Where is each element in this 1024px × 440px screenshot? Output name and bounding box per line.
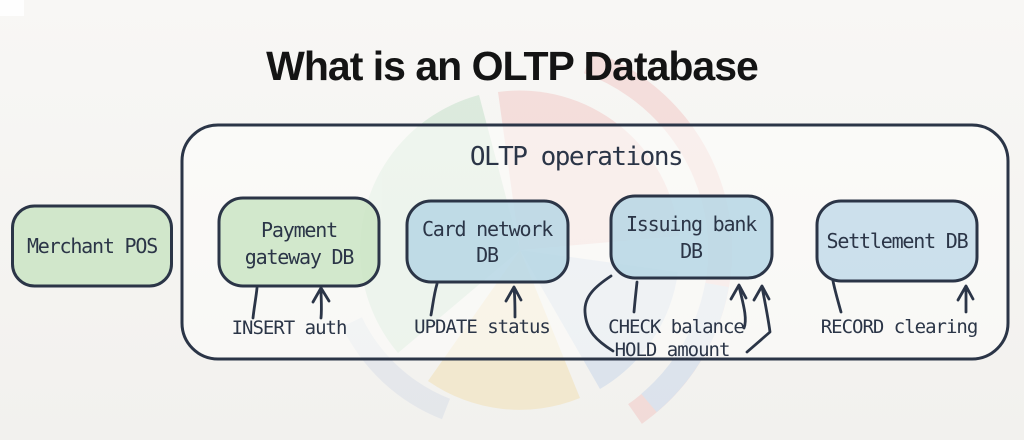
issuing-bank-label-line1: Issuing bank <box>626 212 757 236</box>
payment-gateway-box <box>217 196 381 288</box>
card-network-box <box>405 199 570 284</box>
merchant-pos-box <box>11 204 173 288</box>
container-label: OLTP operations <box>470 142 682 172</box>
card-down-line <box>429 282 439 317</box>
insert-auth-label: INSERT auth <box>232 317 347 339</box>
record-clearing-label: RECORD clearing <box>821 316 978 338</box>
payment-down-line <box>251 286 259 320</box>
hold-amount-label: HOLD amount <box>615 339 730 361</box>
payment-gateway-label-line1: Payment <box>261 218 337 242</box>
card-up-arrow <box>504 285 523 319</box>
settlement-box <box>815 199 979 283</box>
card-network-node: Card network DB UPDATE status <box>405 199 570 338</box>
merchant-pos-label: Merchant POS <box>27 234 157 258</box>
issuing-bank-box <box>609 194 774 280</box>
payment-up-arrow <box>311 286 331 320</box>
settlement-node: Settlement DB RECORD clearing <box>815 199 979 338</box>
check-balance-label: CHECK balance <box>608 316 744 338</box>
card-network-label-line1: Card network <box>422 217 553 241</box>
corner-artifact <box>0 0 24 16</box>
oltp-operations-container <box>180 123 1010 361</box>
settlement-label: Settlement DB <box>827 229 969 253</box>
payment-gateway-label-line2: gateway DB <box>245 245 355 269</box>
issuing-bank-label-line2: DB <box>680 239 703 263</box>
issuing-brace-curve <box>583 274 615 353</box>
issuing-up-arrow-1 <box>729 283 748 330</box>
settlement-up-arrow <box>956 284 975 314</box>
card-network-label-line2: DB <box>476 243 499 267</box>
page-title: What is an OLTP Database <box>266 43 758 89</box>
merchant-pos-node: Merchant POS <box>11 204 173 288</box>
settlement-down-line <box>831 279 843 314</box>
issuing-down-line <box>632 280 639 314</box>
issuing-bank-node: Issuing bank DB CHECK balance HOLD amoun… <box>583 194 774 361</box>
payment-gateway-node: Payment gateway DB INSERT auth <box>217 196 381 339</box>
update-status-label: UPDATE status <box>414 316 550 338</box>
issuing-up-arrow-2 <box>745 284 772 354</box>
